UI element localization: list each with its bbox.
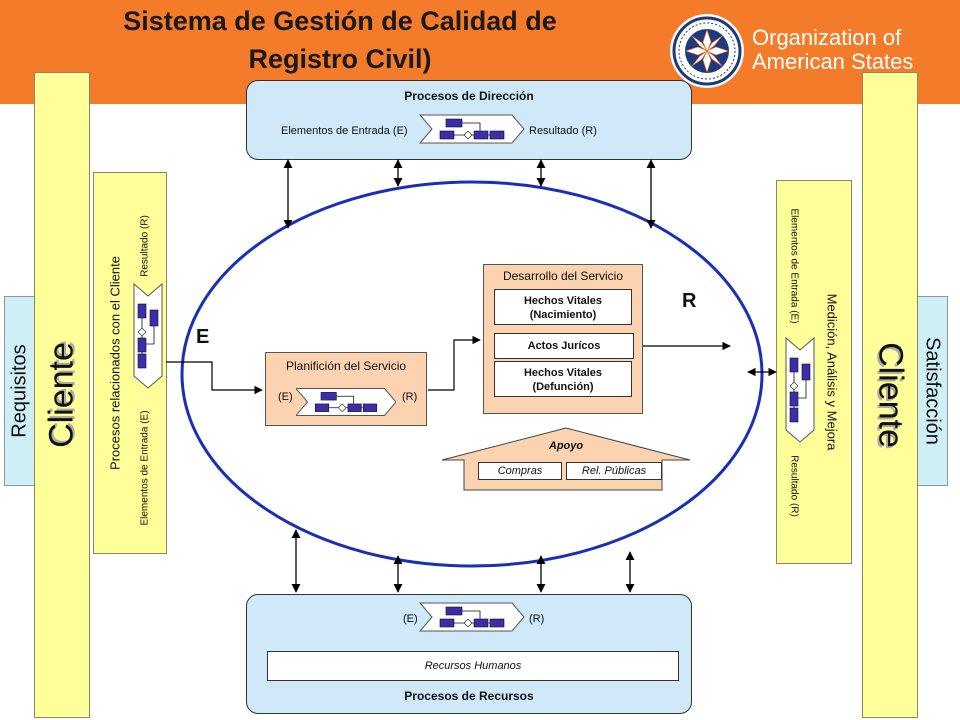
recursos-humanos-box: Recursos Humanos [267, 651, 679, 681]
plan-to-desarrollo-connector [428, 335, 481, 391]
oas-seal-icon [670, 14, 744, 88]
organization-name: Organization of American States [752, 26, 913, 74]
relaciones-publicas-box: Rel. Públicas [566, 462, 662, 480]
entry-letter: E [196, 326, 210, 348]
right-process-glyph [785, 337, 815, 443]
result-letter: R [682, 290, 697, 312]
recursos-input-label: (E) [403, 613, 418, 625]
recursos-title: Procesos de Recursos [404, 689, 534, 703]
hechos-vitales-defuncion-box: Hechos Vitales (Defunción) [494, 361, 632, 397]
hechos-vitales-nacimiento-box: Hechos Vitales (Nacimiento) [494, 289, 632, 325]
org-line-2: American States [752, 49, 914, 74]
desarrollo-title: Desarrollo del Servicio [502, 269, 624, 283]
compras-box: Compras [478, 462, 562, 480]
planificacion-output-label: (R) [402, 391, 418, 403]
planificacion-input-label: (E) [278, 391, 293, 403]
direccion-process-glyph [419, 114, 525, 144]
desarrollo-box: Desarrollo del Servicio Hechos Vitales (… [483, 264, 643, 414]
actos-juricos-box: Actos Jurícos [494, 333, 634, 359]
direccion-input-label: Elementos de Entrada (E) [281, 125, 408, 137]
recursos-process-glyph [419, 602, 525, 632]
apoyo-shape [441, 427, 691, 491]
entry-connector [166, 361, 263, 395]
satisfaccion-tab: Satisfacción [916, 296, 948, 486]
title-line-1: Sistema de Gestión de Calidad de [123, 6, 557, 36]
direccion-output-label: Resultado (R) [529, 125, 597, 137]
org-line-1: Organization of [752, 25, 902, 50]
left-process-glyph [133, 283, 163, 389]
direccion-title: Procesos de Dirección [404, 89, 534, 103]
planificacion-box: Planifición del Servicio (E) (R) [265, 352, 427, 426]
requisitos-tab: Requisitos [4, 296, 36, 486]
title-line-2: Registro Civil) [248, 44, 432, 74]
apoyo-title: Apoyo [548, 440, 584, 452]
planificacion-process-glyph [296, 388, 396, 416]
cliente-right-bar: Cliente [862, 72, 918, 718]
planificacion-title: Planifición del Servicio [285, 359, 407, 373]
cliente-left-bar: Cliente [34, 72, 90, 718]
recursos-output-label: (R) [529, 613, 545, 625]
page-title: Sistema de Gestión de Calidad de Registr… [60, 2, 620, 78]
